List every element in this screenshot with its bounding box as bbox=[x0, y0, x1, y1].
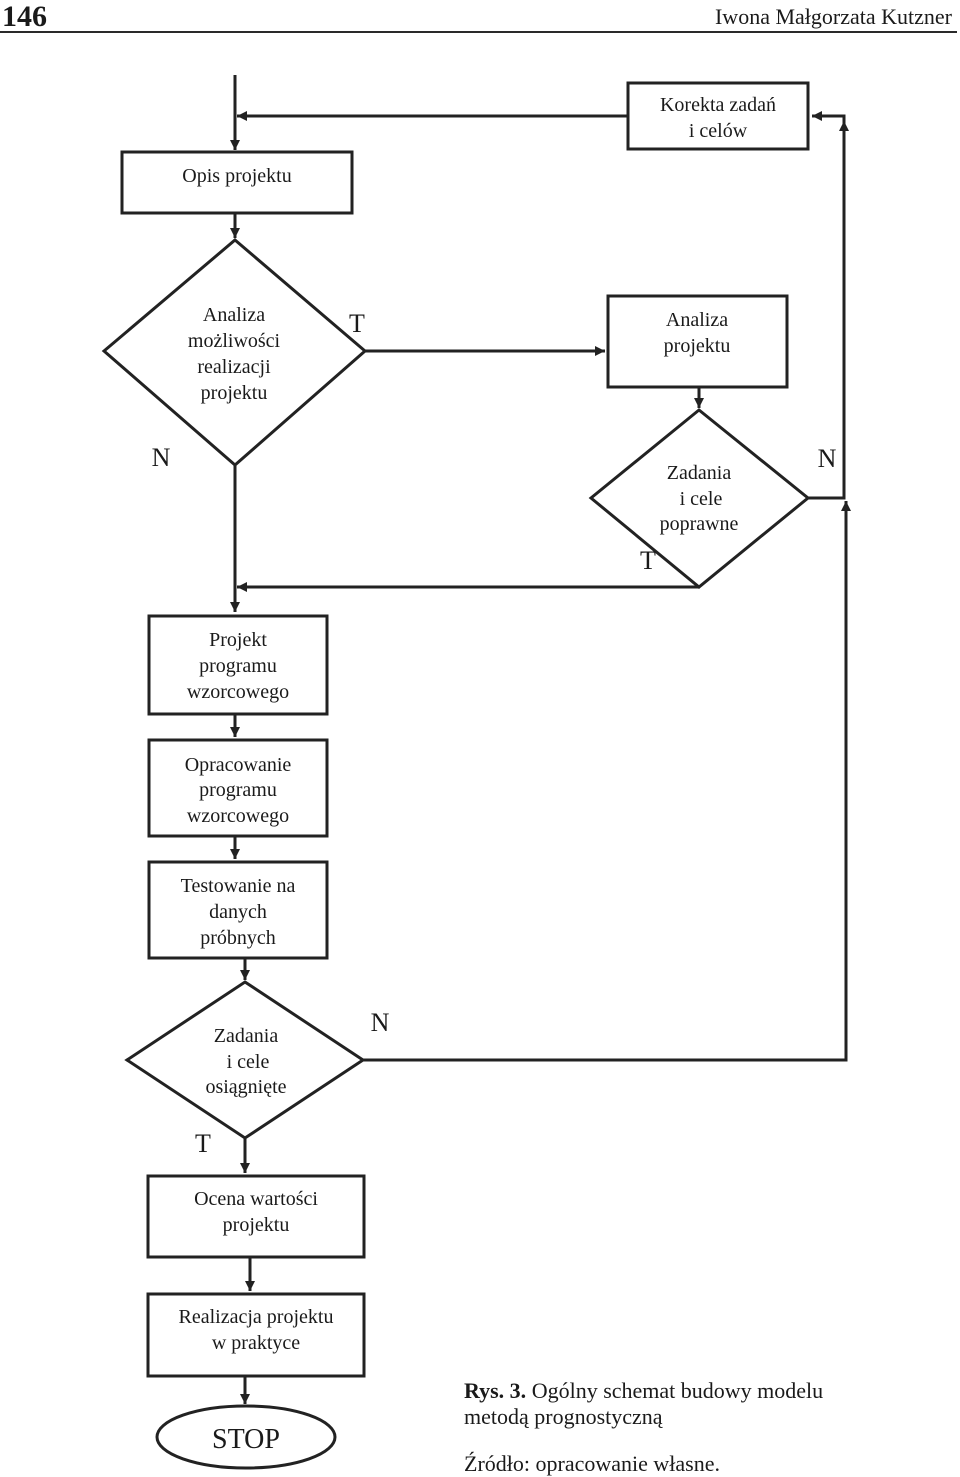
label-osiagniete-yes: T bbox=[195, 1129, 211, 1158]
box-analiza-projektu bbox=[606, 294, 789, 389]
ocena-line-2: projektu bbox=[223, 1214, 290, 1236]
projekt-programu-line-2: programu bbox=[199, 655, 277, 677]
box-korekta bbox=[626, 81, 810, 151]
label-poprawne-yes: T bbox=[640, 546, 656, 575]
edge-poprawne-no bbox=[808, 121, 849, 500]
zadania-poprawne-line-2: i cele bbox=[680, 488, 723, 510]
stop-label: STOP bbox=[212, 1424, 280, 1455]
diamond-zadania-osiagniete bbox=[124, 980, 366, 1140]
testowanie-line-1: Testowanie na bbox=[181, 875, 296, 897]
page-number: 146 bbox=[2, 0, 47, 33]
realizacja-line-2: w praktyce bbox=[212, 1332, 300, 1354]
figure-source: Źródło: opracowanie własne. bbox=[464, 1451, 720, 1476]
edge-osiagniete-no bbox=[363, 501, 851, 1062]
label-poprawne-no: N bbox=[818, 444, 837, 473]
analiza-mozliwosci-line-4: projektu bbox=[201, 382, 268, 404]
zadania-osiagniete-line-2: i cele bbox=[227, 1051, 270, 1073]
diamond-zadania-poprawne bbox=[588, 408, 811, 589]
caption-text-line-1: Ogólny schemat budowy modelu bbox=[526, 1378, 824, 1403]
analiza-projektu-line-2: projektu bbox=[664, 335, 731, 357]
analiza-mozliwosci-line-1: Analiza bbox=[203, 304, 265, 326]
testowanie-line-3: próbnych bbox=[200, 927, 276, 949]
diamond-analiza-mozliwosci bbox=[101, 238, 368, 467]
terminal-stop bbox=[155, 1404, 337, 1470]
testowanie-line-2: danych bbox=[209, 901, 267, 923]
opis-label: Opis projektu bbox=[182, 165, 291, 187]
label-analiza-no: N bbox=[152, 443, 171, 472]
analiza-projektu-line-1: Analiza bbox=[666, 309, 728, 331]
ocena-line-1: Ocena wartości bbox=[194, 1188, 318, 1210]
edge-loop-to-korekta bbox=[812, 111, 846, 121]
label-analiza-yes: T bbox=[349, 309, 365, 338]
zadania-poprawne-line-1: Zadania bbox=[667, 462, 732, 484]
opracowanie-line-1: Opracowanie bbox=[185, 754, 292, 776]
label-osiagniete-no: N bbox=[371, 1008, 390, 1037]
zadania-osiagniete-line-1: Zadania bbox=[214, 1025, 279, 1047]
zadania-osiagniete-line-3: osiągnięte bbox=[205, 1076, 286, 1098]
analiza-mozliwosci-line-2: możliwości bbox=[188, 330, 281, 352]
projekt-programu-line-1: Projekt bbox=[209, 629, 267, 651]
zadania-poprawne-line-3: poprawne bbox=[660, 513, 739, 535]
box-opracowanie bbox=[147, 738, 329, 838]
caption-text-line-2: metodą prognostyczną bbox=[464, 1404, 663, 1429]
projekt-programu-line-3: wzorcowego bbox=[187, 681, 289, 703]
figure-caption: Rys. 3. Ogólny schemat budowy modelu met… bbox=[464, 1378, 823, 1430]
header-rule bbox=[0, 31, 957, 33]
running-head-author: Iwona Małgorzata Kutzner bbox=[714, 4, 952, 29]
korekta-line-2: i celów bbox=[689, 120, 748, 142]
box-realizacja bbox=[146, 1292, 366, 1378]
box-projekt-programu bbox=[147, 614, 329, 716]
box-ocena bbox=[146, 1174, 366, 1259]
box-opis bbox=[120, 150, 354, 215]
opracowanie-line-3: wzorcowego bbox=[187, 805, 289, 827]
box-testowanie bbox=[147, 860, 329, 960]
opracowanie-line-2: programu bbox=[199, 779, 277, 801]
korekta-line-1: Korekta zadań bbox=[660, 94, 776, 116]
realizacja-line-1: Realizacja projektu bbox=[179, 1306, 334, 1328]
caption-number: Rys. 3. bbox=[464, 1378, 527, 1403]
analiza-mozliwosci-line-3: realizacji bbox=[197, 356, 271, 378]
